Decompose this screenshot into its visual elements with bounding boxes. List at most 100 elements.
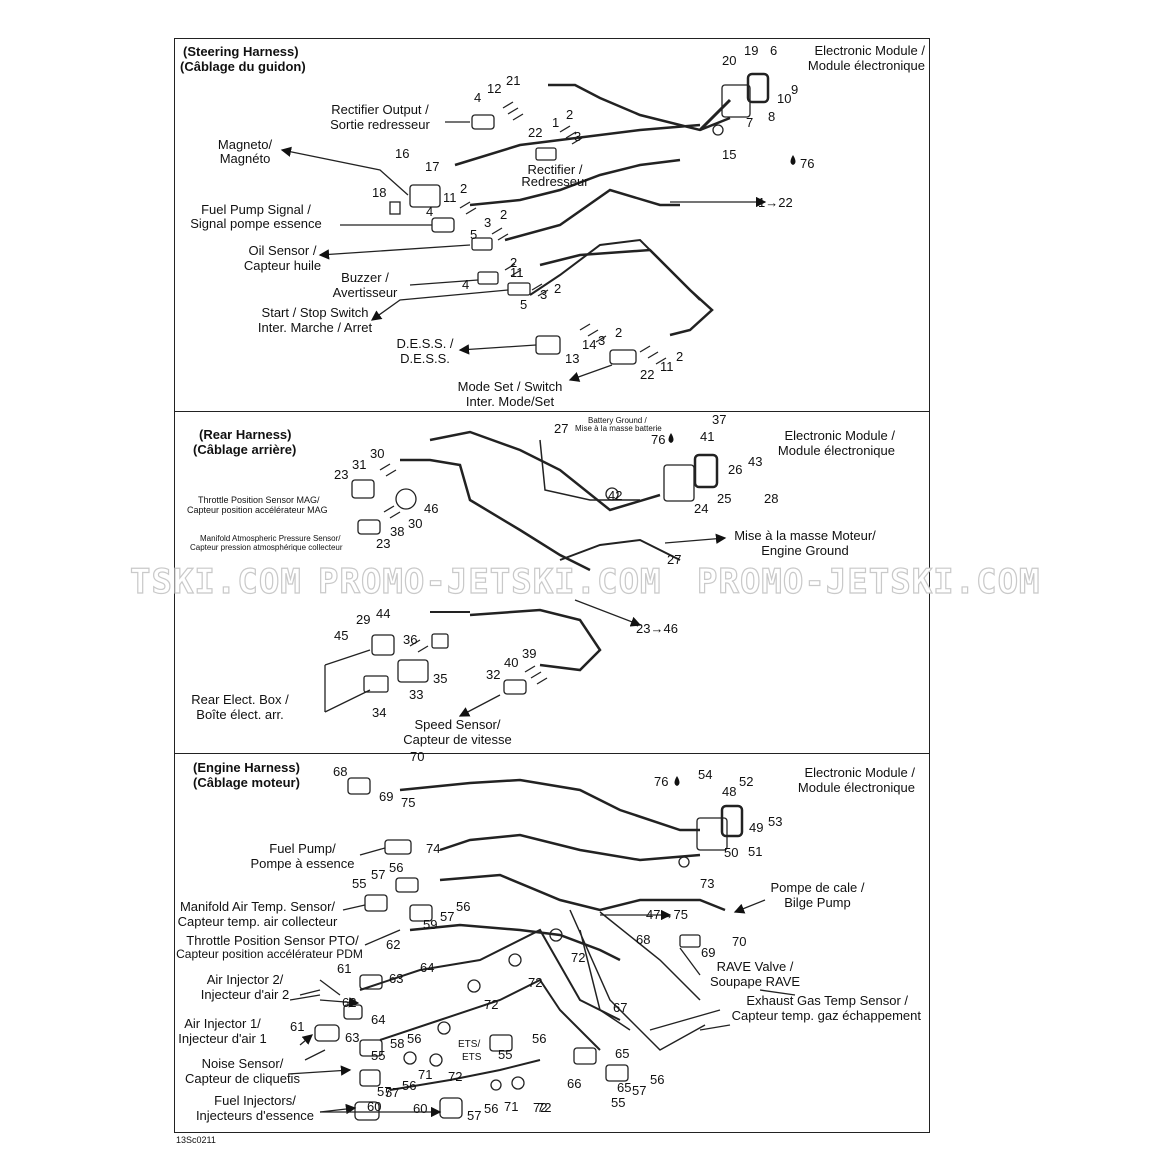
part-number: 2 [500,207,508,222]
label-magneto-en: Magneto/ [217,137,273,152]
part-number: 71 [504,1099,519,1114]
part-number: 46 [424,501,439,516]
part-number: 56 [484,1101,499,1116]
part-number: 3 [484,215,492,230]
part-number: 57 [385,1085,400,1100]
label-mode-set-fr: Inter. Mode/Set [465,394,555,409]
label-speed-sensor-en: Speed Sensor/ [414,717,501,732]
label-rave-valve-fr: Soupape RAVE [709,974,801,989]
part-number: 11 [443,190,457,205]
part-number: 62 [386,937,401,952]
part-number: 5 [470,227,478,242]
section-title-engine-fr: (Câblage moteur) [193,775,300,790]
label-rear-elect-box-en: Rear Elect. Box / [191,692,289,707]
part-number: 76 [800,156,815,171]
part-number: 48 [722,784,737,799]
part-number: 68 [636,932,651,947]
part-number: 2 [554,281,562,296]
part-number: 44 [376,606,391,621]
part-number: 69 [379,789,394,804]
label-tps-pto-en: Throttle Position Sensor PTO/ [186,933,359,948]
label-fuel-pump-fr: Pompe à essence [250,856,355,871]
label-mode-set-en: Mode Set / Switch [457,379,563,394]
label-electronic-module-1-fr: Module électronique [807,58,925,73]
label-electronic-module-1-en: Electronic Module / [814,43,925,58]
part-number: 19 [744,43,759,58]
part-number: 76 [651,432,666,447]
part-number: 27 [667,552,682,567]
label-tps-mag-fr: Capteur position accélérateur MAG [187,505,328,515]
part-number: 55 [611,1095,626,1110]
label-rectifier-output-fr: Sortie redresseur [330,117,430,132]
label-rear-elect-box-fr: Boîte élect. arr. [196,707,284,722]
label-speed-sensor-fr: Capteur de vitesse [403,732,512,747]
part-number: 62 [342,995,357,1010]
part-number: 21 [506,73,521,88]
part-number: 51 [748,844,763,859]
part-number: 11 [510,265,524,280]
part-number: 72 [571,950,586,965]
drawing-code: 13Sc0211 [176,1135,216,1145]
part-number: 3 [598,333,606,348]
part-number: 9 [791,82,799,97]
label-bilge-pump-en: Bilge Pump [784,895,851,910]
part-number: 49 [749,820,764,835]
label-fuel-pump-signal-en: Fuel Pump Signal / [201,202,311,217]
part-number: 25 [717,491,732,506]
label-air-injector-2-fr: Injecteur d'air 2 [200,987,290,1002]
part-number: 70 [410,749,425,764]
label-bilge-pump-fr: Pompe de cale / [770,880,865,895]
label-electronic-module-3-en: Electronic Module / [804,765,915,780]
label-range-47-75: 47→75 [646,907,688,922]
part-number: 71 [418,1067,433,1082]
part-number: 3 [540,287,548,302]
part-number: 39 [522,646,537,661]
part-number: 12 [487,81,502,96]
section-divider-2 [174,753,930,754]
section-title-steering-en: (Steering Harness) [183,44,299,59]
section-title-steering-fr: (Câblage du guidon) [180,59,306,74]
label-egt-sensor-fr: Capteur temp. gaz échappement [731,1008,921,1023]
part-number: 6 [770,43,778,58]
part-number: 55 [498,1047,513,1062]
part-number: 38 [390,524,405,539]
label-ets-2: ETS [462,1052,482,1063]
part-number: 23 [376,536,391,551]
section-title-engine-en: (Engine Harness) [193,760,300,775]
part-number: 72 [533,1100,548,1115]
part-number: 35 [433,671,448,686]
section-title-rear-fr: (Câblage arrière) [193,442,297,457]
label-oil-sensor-en: Oil Sensor / [248,243,317,258]
part-number: 64 [371,1012,386,1027]
part-number: 27 [554,421,569,436]
label-magneto-fr: Magnéto [219,151,271,166]
label-rave-valve-en: RAVE Valve / [716,959,794,974]
label-range-1-22: 1→22 [758,195,793,210]
part-number: 70 [732,934,747,949]
label-map-sensor-en: Manifold Atmospheric Pressure Sensor/ [200,534,341,543]
part-number: 22 [528,125,543,140]
part-number: 4 [462,277,470,292]
label-tps-pto-fr: Capteur position accélérateur PDM [176,947,363,961]
label-fuel-injectors-en: Fuel Injectors/ [214,1093,296,1108]
part-number: 23 [334,467,349,482]
label-fuel-pump-en: Fuel Pump/ [269,841,336,856]
label-electronic-module-3-fr: Module électronique [797,780,915,795]
part-number: 4 [474,90,482,105]
label-battery-ground-fr: Mise à la masse batterie [575,424,662,433]
part-number: 57 [371,867,386,882]
watermark-center: PROMO-JETSKI.COM [317,561,662,602]
part-number: 40 [504,655,519,670]
part-number: 30 [370,446,385,461]
part-number: 20 [722,53,737,68]
label-battery-ground-en: Battery Ground / [588,416,647,425]
part-number: 26 [728,462,743,477]
part-number: 4 [426,204,434,219]
label-rectifier-fr: Redresseur [521,174,589,189]
section-divider-1 [174,411,930,412]
part-number: 2 [676,349,684,364]
part-number: 72 [484,997,499,1012]
part-number: 22 [640,367,655,382]
part-number: 57 [377,1084,392,1099]
label-buzzer-fr: Avertisseur [332,285,398,300]
